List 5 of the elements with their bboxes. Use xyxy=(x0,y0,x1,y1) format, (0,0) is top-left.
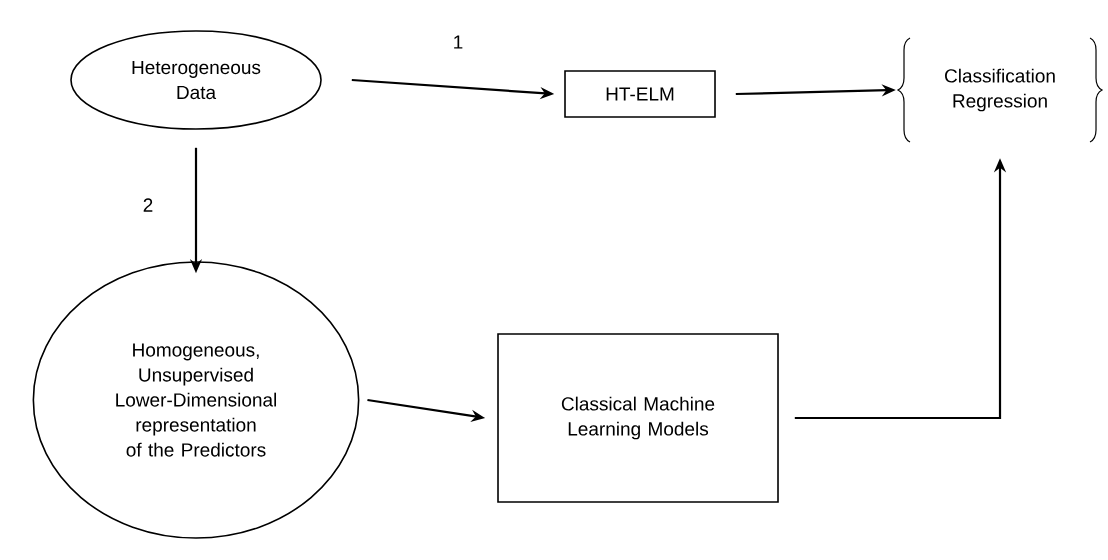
process-box: Classical Machine Learning Models xyxy=(497,333,779,503)
process-box: HT-ELM xyxy=(564,70,716,118)
edge-label: 2 xyxy=(140,196,156,214)
edge-label: 1 xyxy=(450,33,466,51)
braced-output: Classification Regression xyxy=(897,37,1103,143)
